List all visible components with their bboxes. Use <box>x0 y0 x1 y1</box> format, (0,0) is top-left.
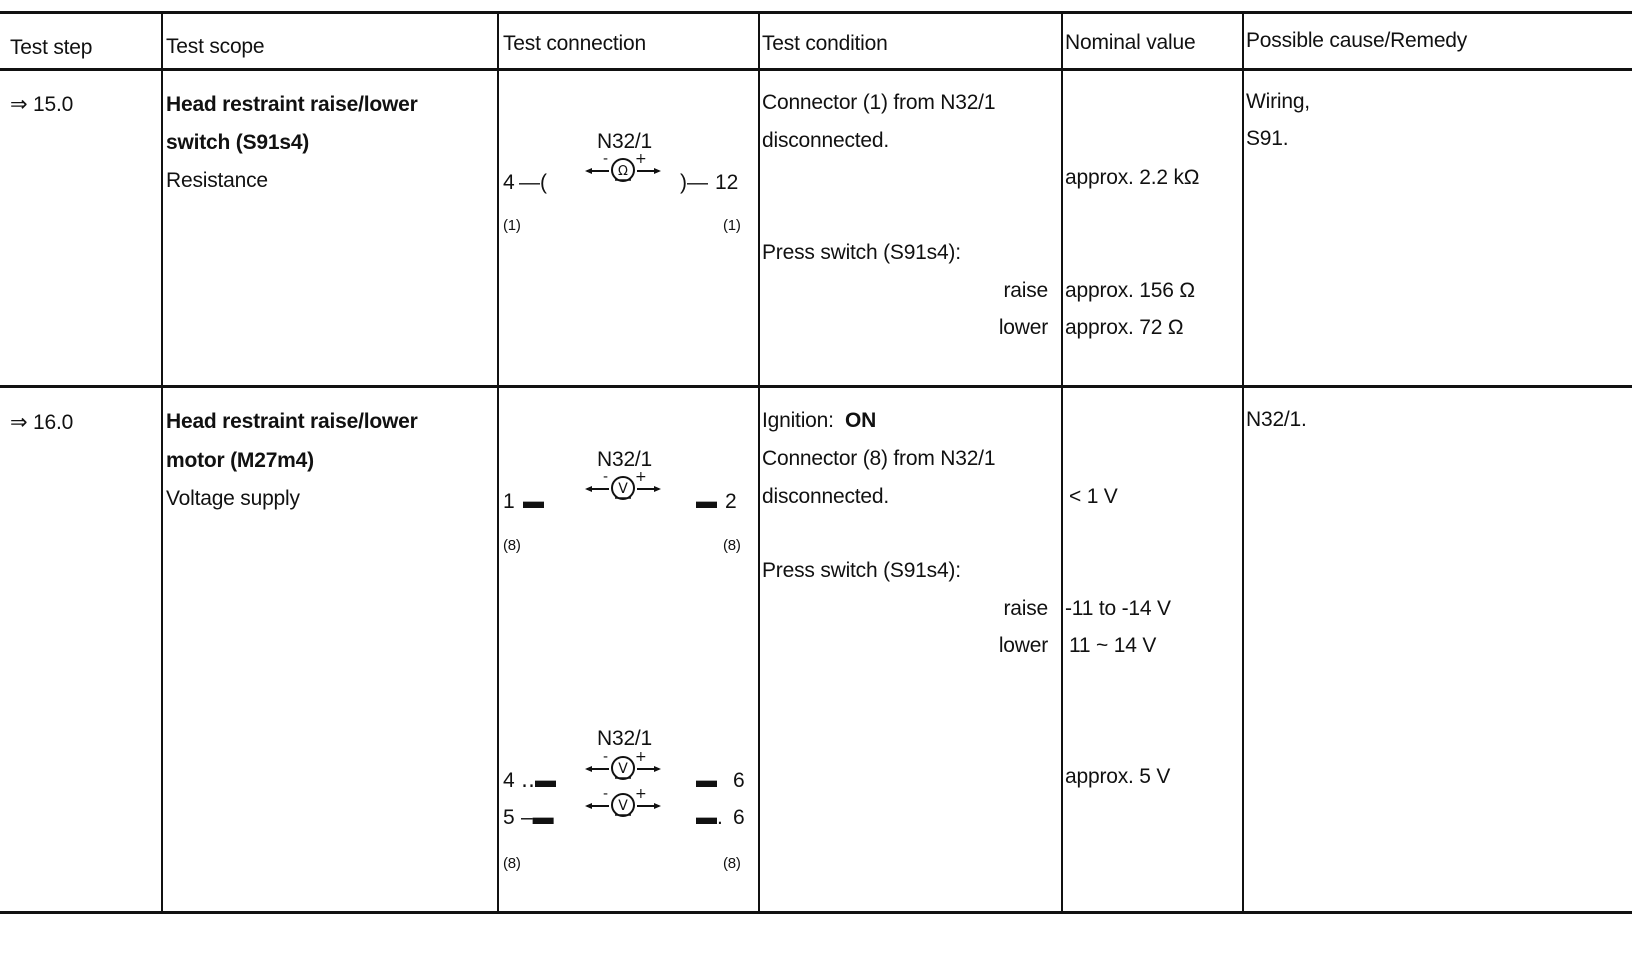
row15-cond-1: Connector (1) from N32/1 <box>762 91 996 114</box>
svg-text:+: + <box>635 786 647 802</box>
table-top-rule <box>0 11 1632 14</box>
row16b-left-plug-icon-1: ‥▬ <box>521 769 557 792</box>
row16-nom-lower: 11 ~ 14 V <box>1069 634 1157 657</box>
row15-cause-1: Wiring, <box>1246 90 1310 113</box>
row16a-left-conn: (8) <box>503 537 521 554</box>
table-bottom-rule <box>0 911 1632 914</box>
row16-scope-title-2: motor (M27m4) <box>166 449 314 472</box>
svg-text:+: + <box>635 469 647 485</box>
row16b-meter-symbol: V <box>618 761 628 777</box>
row16a-right-pin: 2 <box>725 490 737 513</box>
row15-nom-raise: approx. 156 Ω <box>1065 279 1195 302</box>
row16b-right-conn: (8) <box>723 855 741 872</box>
header-test-connection: Test connection <box>503 32 646 55</box>
row16b-volt-meter-2: - V + <box>583 786 669 818</box>
row16b-right-pin-1: 6 <box>733 769 745 792</box>
svg-text:-: - <box>603 151 608 167</box>
row16a-meter-symbol: V <box>618 481 628 497</box>
svg-text:+: + <box>635 749 647 765</box>
row15-right-conn: (1) <box>723 217 741 234</box>
row16-cond-ign-label: Ignition: <box>762 409 834 432</box>
row15-scope-title-2: switch (S91s4) <box>166 131 310 154</box>
row15-left-socket-icon: —( <box>519 171 547 194</box>
header-possible-cause: Possible cause/Remedy <box>1246 29 1468 52</box>
row16a-right-conn: (8) <box>723 537 741 554</box>
header-nominal-value: Nominal value <box>1065 31 1196 54</box>
row16-nom-b: approx. 5 V <box>1065 765 1171 788</box>
row16-scope-title-1: Head restraint raise/lower <box>166 410 418 433</box>
row15-module-label: N32/1 <box>597 130 653 153</box>
row15-nom-1: approx. 2.2 kΩ <box>1065 166 1200 189</box>
svg-text:-: - <box>603 469 608 485</box>
row15-scope-title-1: Head restraint raise/lower <box>166 93 418 116</box>
svg-text:-: - <box>603 749 608 765</box>
row16b-right-plug-icon-1: ▬ <box>696 769 717 792</box>
row15-cause-2: S91. <box>1246 127 1289 150</box>
header-test-step: Test step <box>10 36 93 59</box>
row15-cond-lower: lower <box>998 316 1048 339</box>
col-divider-4 <box>1061 13 1063 913</box>
row16-cond-raise: raise <box>1003 597 1048 620</box>
col-divider-1 <box>161 13 163 913</box>
header-bottom-rule <box>0 68 1632 71</box>
row15-left-pin: 4 <box>503 171 515 194</box>
row15-nom-lower: approx. 72 Ω <box>1065 316 1184 339</box>
row16-cond-3: Press switch (S91s4): <box>762 559 961 582</box>
col-divider-3 <box>758 13 760 913</box>
row15-cond-2: disconnected. <box>762 129 889 152</box>
row16b-left-plug-icon-2: –▬ <box>521 806 554 829</box>
row16-cond-1: Connector (8) from N32/1 <box>762 447 996 470</box>
row16-cond-lower: lower <box>998 634 1048 657</box>
row16-cond-2: disconnected. <box>762 485 889 508</box>
row16a-volt-meter: - V + <box>583 469 669 501</box>
row16-nom-1: < 1 V <box>1069 485 1118 508</box>
row15-ohm-meter: - Ω + <box>583 151 669 183</box>
row16a-left-pin: 1 <box>503 490 515 513</box>
row16b-right-plug-icon-2: ▬. <box>696 806 723 829</box>
row16-nom-raise: -11 to -14 V <box>1065 597 1171 620</box>
row15-cond-3: Press switch (S91s4): <box>762 241 961 264</box>
row16b-right-pin-2: 6 <box>733 806 745 829</box>
row16a-left-plug-icon: ▬ <box>523 490 544 513</box>
row15-cond-raise: raise <box>1003 279 1048 302</box>
ohmmeter-icon: - Ω + <box>585 151 661 182</box>
row15-scope-sub: Resistance <box>166 169 268 192</box>
row16a-right-plug-icon: ▬ <box>696 490 717 513</box>
row16-cause-1: N32/1. <box>1246 408 1307 431</box>
col-divider-2 <box>497 13 499 913</box>
col-divider-5 <box>1242 13 1244 913</box>
header-test-scope: Test scope <box>166 35 265 58</box>
voltmeter-icon: - V + <box>585 786 661 817</box>
row16b-left-conn: (8) <box>503 855 521 872</box>
row16-cond-ignition: Ignition: ON <box>762 410 876 432</box>
row15-right-pin: 12 <box>715 171 739 194</box>
row15-meter-symbol: Ω <box>618 164 628 179</box>
row15-right-socket-icon: )— <box>680 171 708 194</box>
row-divider-rule <box>0 385 1632 388</box>
row16b-left-pin-2: 5 <box>503 806 515 829</box>
voltmeter-icon: - V + <box>585 469 661 500</box>
row16-cond-ign-value: ON <box>845 409 877 432</box>
header-test-condition: Test condition <box>762 32 888 55</box>
voltmeter-icon: - V + <box>585 749 661 780</box>
row16b-module-label: N32/1 <box>597 727 653 750</box>
row16b-left-pin-1: 4 <box>503 769 515 792</box>
row16b-meter-symbol-2: V <box>618 798 628 814</box>
row15-step: ⇒ 15.0 <box>10 93 74 116</box>
svg-text:-: - <box>603 786 608 802</box>
row15-left-conn: (1) <box>503 217 521 234</box>
row16-step: ⇒ 16.0 <box>10 411 74 434</box>
row16-scope-sub: Voltage supply <box>166 487 300 510</box>
row16b-volt-meter-1: - V + <box>583 749 669 781</box>
row16a-module-label: N32/1 <box>597 448 653 471</box>
svg-text:+: + <box>635 151 647 167</box>
